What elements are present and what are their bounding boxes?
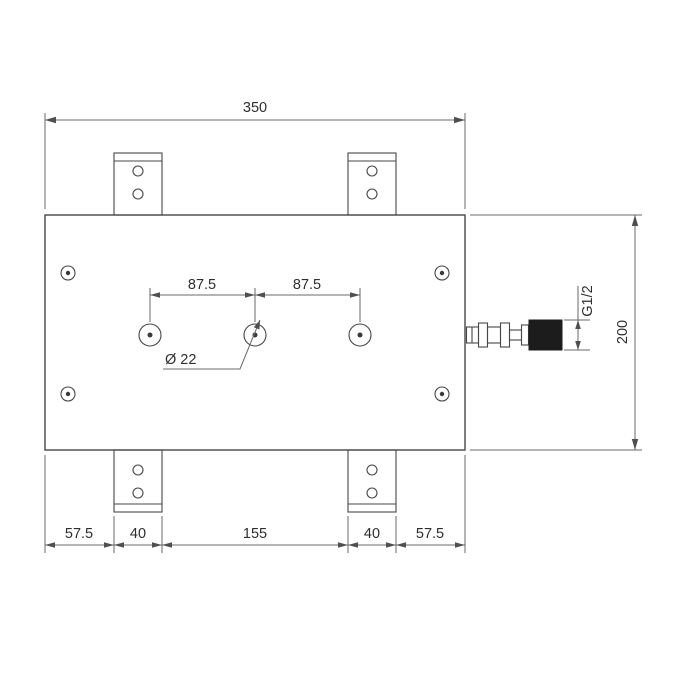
arrowhead — [575, 320, 581, 329]
arrowhead — [348, 542, 358, 548]
extension-lines — [44, 455, 466, 553]
corner-holes — [60, 265, 450, 402]
fitting-flange — [520, 324, 530, 346]
arrowhead — [150, 292, 160, 298]
dim-label-hole-diameter: Ø 22 — [165, 352, 196, 368]
countersunk-hole — [60, 265, 76, 281]
arrowhead — [45, 116, 56, 124]
dim-label-pitch-left: 87.5 — [188, 277, 216, 293]
dim-label-center-span: 155 — [243, 526, 267, 542]
dim-label-total-height: 200 — [615, 320, 631, 344]
arrowhead — [631, 439, 639, 450]
dim-label-bracket-right: 40 — [364, 526, 380, 542]
arrowhead — [162, 542, 172, 548]
bracket-hole — [366, 487, 378, 499]
plate-outline — [44, 214, 466, 451]
fitting-body — [486, 326, 502, 344]
arrowhead — [350, 292, 360, 298]
arrowhead — [338, 542, 348, 548]
extension-lines — [149, 288, 361, 322]
bolt-hole — [348, 323, 372, 347]
plate-body — [44, 214, 466, 451]
bracket-hole — [366, 188, 378, 200]
side-fitting — [465, 319, 563, 351]
dim-label-pitch-right: 87.5 — [293, 277, 321, 293]
countersunk-hole — [434, 386, 450, 402]
bottom-bracket-left — [113, 449, 163, 513]
extension-lines — [564, 319, 590, 351]
dim-width-total: 350 — [44, 100, 466, 209]
bolt-hole — [138, 323, 162, 347]
dim-label-thread: G1/2 — [580, 285, 596, 316]
dim-label-bracket-left: 40 — [130, 526, 146, 542]
arrowhead — [114, 542, 124, 548]
dim-label-margin-left: 57.5 — [65, 526, 93, 542]
arrowhead — [396, 542, 406, 548]
bracket-hole — [132, 188, 144, 200]
fitting-collar — [477, 322, 489, 348]
countersunk-hole — [434, 265, 450, 281]
dim-height-total: 200 — [470, 214, 642, 451]
arrowhead — [253, 320, 260, 330]
fitting-neck — [508, 329, 523, 341]
arrowhead — [255, 292, 265, 298]
arrowhead — [104, 542, 114, 548]
top-bracket-left — [113, 152, 163, 216]
bracket-hole — [132, 464, 144, 476]
arrowhead — [45, 542, 55, 548]
fitting-coupler-black — [528, 319, 563, 351]
arrowhead — [386, 542, 396, 548]
fitting-hex-nut — [499, 322, 511, 348]
extension-lines — [470, 214, 642, 451]
top-bracket-right — [347, 152, 397, 216]
dim-hole-pitch: 87.5 87.5 — [149, 277, 361, 322]
leader-line — [163, 319, 261, 370]
bracket-hole — [366, 464, 378, 476]
bracket-hole — [366, 165, 378, 177]
dim-hole-diameter-leader: Ø 22 — [163, 319, 261, 370]
arrowhead — [631, 215, 639, 226]
countersunk-hole — [60, 386, 76, 402]
arrowhead — [245, 292, 255, 298]
arrowhead — [454, 116, 465, 124]
dim-label-total-width: 350 — [243, 100, 267, 116]
arrowhead — [152, 542, 162, 548]
bracket-hole — [132, 487, 144, 499]
dim-thread: G1/2 — [564, 285, 596, 351]
dim-bottom-row: 57.5 40 155 40 57.5 — [44, 455, 466, 553]
bracket-hole — [132, 165, 144, 177]
arrowhead — [575, 341, 581, 350]
dim-label-margin-right: 57.5 — [416, 526, 444, 542]
bottom-bracket-right — [347, 449, 397, 513]
extension-lines — [44, 113, 466, 209]
arrowhead — [455, 542, 465, 548]
